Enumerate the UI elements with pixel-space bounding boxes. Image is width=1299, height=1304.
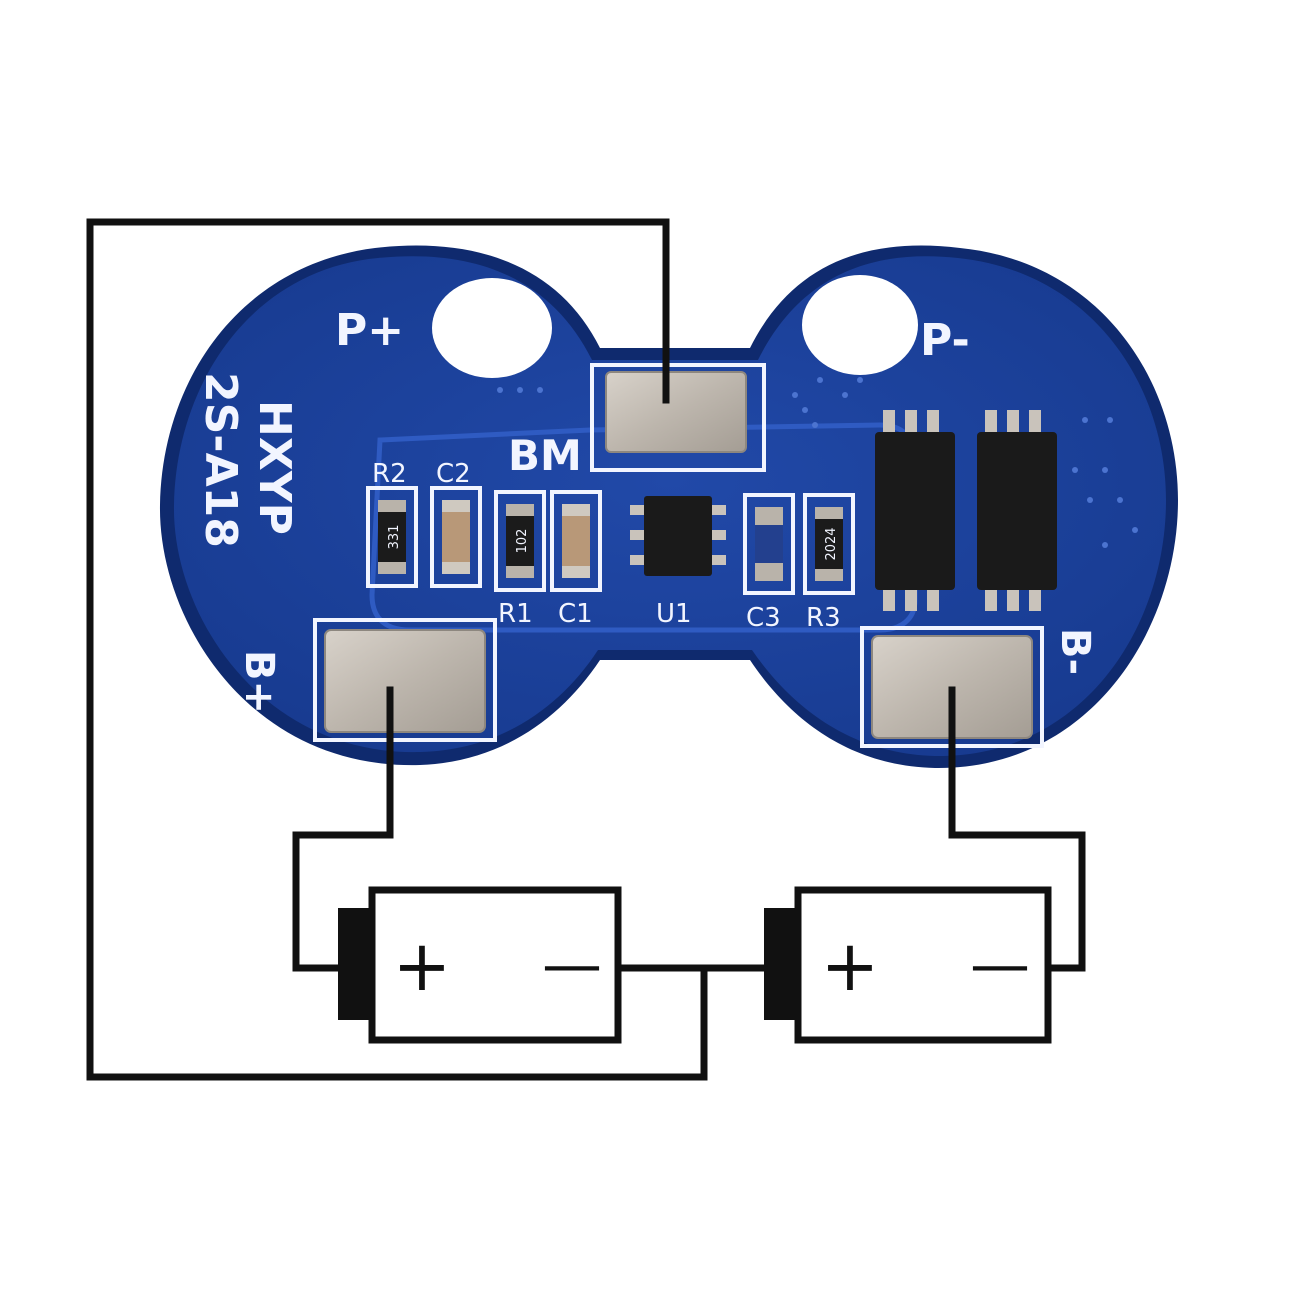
wire-b-minus <box>948 686 1086 972</box>
battery-1-terminal <box>338 908 374 1020</box>
battery-1-minus: — <box>542 930 602 1000</box>
battery-1: + — <box>338 886 622 1044</box>
mosfet-chips <box>875 410 1057 611</box>
wire-bm-loop <box>86 218 708 1081</box>
wiring <box>86 218 1086 1081</box>
label-p-plus: P+ <box>335 305 404 356</box>
r2-code: 331 <box>387 525 402 550</box>
battery-1-plus: + <box>393 925 452 1007</box>
r1-body <box>506 504 534 578</box>
label-model-line1: HXYP <box>249 400 300 535</box>
pcb-board: 331 102 2024 P+ P- BM B+ B- <box>159 245 1178 769</box>
battery-2-terminal <box>764 908 800 1020</box>
label-model-line2: 2S-A18 <box>195 372 246 548</box>
passive-components <box>378 500 843 581</box>
battery-2-minus: — <box>970 930 1030 1000</box>
p-minus-hole <box>802 275 918 375</box>
label-r3: R3 <box>806 603 841 633</box>
bm-pad-frame <box>590 363 766 472</box>
wire-b-plus <box>292 686 394 972</box>
component-frames <box>366 486 855 595</box>
r3-body <box>815 507 843 581</box>
b-plus-pad <box>324 629 486 733</box>
label-r1: R1 <box>498 599 533 629</box>
battery-1-body <box>368 886 622 1044</box>
mosfet-2 <box>977 432 1057 590</box>
label-bm: BM <box>508 431 582 480</box>
r2-body <box>378 500 406 574</box>
label-c1: C1 <box>558 599 593 629</box>
u1-chip <box>630 496 726 576</box>
r1-code: 102 <box>515 529 530 554</box>
label-r2: R2 <box>372 459 407 489</box>
r3-code: 2024 <box>824 527 839 560</box>
label-b-minus: B- <box>1052 628 1098 675</box>
label-p-minus: P- <box>920 315 970 366</box>
label-b-plus: B+ <box>236 650 282 714</box>
p-plus-hole <box>432 278 552 378</box>
battery-2: + — <box>764 886 1052 1044</box>
b-plus-pad-frame <box>313 618 497 742</box>
mosfet-1 <box>875 432 955 590</box>
bm-pad <box>605 371 747 453</box>
label-c2: C2 <box>436 459 471 489</box>
label-u1: U1 <box>656 599 692 629</box>
battery-2-body <box>794 886 1052 1044</box>
label-c3: C3 <box>746 603 781 633</box>
c2-body <box>442 500 470 574</box>
c1-body <box>562 504 590 578</box>
via-dots <box>497 377 1138 548</box>
battery-2-plus: + <box>821 925 880 1007</box>
